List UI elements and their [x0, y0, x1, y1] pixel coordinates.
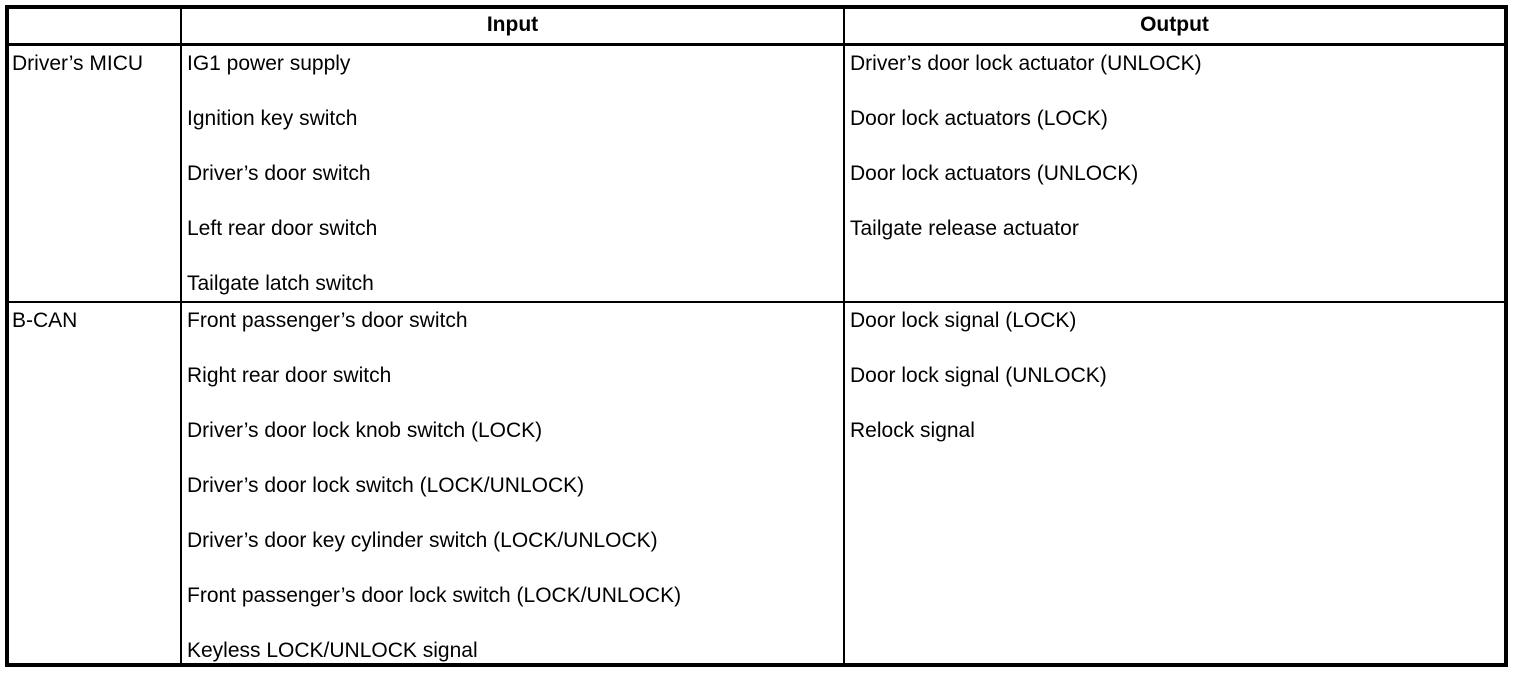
output-list: Driver’s door lock actuator (UNLOCK) Doo… — [845, 46, 1504, 301]
output-item: Relock signal — [850, 419, 975, 442]
output-item: Driver’s door lock actuator (UNLOCK) — [850, 52, 1202, 75]
io-table: Input Output Driver’s MICU IG1 power sup… — [5, 5, 1508, 667]
input-item: Tailgate latch switch — [187, 272, 374, 295]
input-item: Ignition key switch — [187, 107, 358, 130]
input-item: Left rear door switch — [187, 217, 378, 240]
input-item: Right rear door switch — [187, 364, 392, 387]
header-cell-source — [9, 9, 182, 43]
input-item: Driver’s door lock knob switch (LOCK) — [187, 419, 543, 442]
input-list: Front passenger’s door switch Right rear… — [182, 303, 845, 663]
input-item: IG1 power supply — [187, 52, 351, 75]
output-item: Tailgate release actuator — [850, 217, 1079, 240]
input-item: Driver’s door lock switch (LOCK/UNLOCK) — [187, 474, 585, 497]
row-source-label: B-CAN — [9, 303, 182, 663]
output-item: Door lock signal (LOCK) — [850, 309, 1077, 332]
table-header-row: Input Output — [9, 9, 1504, 46]
output-item: Door lock signal (UNLOCK) — [850, 364, 1107, 387]
output-item: Door lock actuators (UNLOCK) — [850, 162, 1139, 185]
input-item: Keyless LOCK/UNLOCK signal — [187, 639, 478, 662]
header-cell-input: Input — [182, 9, 845, 43]
input-list: IG1 power supply Ignition key switch Dri… — [182, 46, 845, 301]
table-row-drivers-micu: Driver’s MICU IG1 power supply Ignition … — [9, 46, 1504, 303]
input-item: Driver’s door switch — [187, 162, 371, 185]
input-item: Driver’s door key cylinder switch (LOCK/… — [187, 529, 658, 552]
table-row-b-can: B-CAN Front passenger’s door switch Righ… — [9, 303, 1504, 663]
header-cell-output: Output — [1140, 13, 1209, 36]
input-item: Front passenger’s door lock switch (LOCK… — [187, 584, 682, 607]
output-list: Door lock signal (LOCK) Door lock signal… — [845, 303, 1504, 663]
output-item: Door lock actuators (LOCK) — [850, 107, 1108, 130]
input-item: Front passenger’s door switch — [187, 309, 468, 332]
row-source-label: Driver’s MICU — [9, 46, 182, 301]
